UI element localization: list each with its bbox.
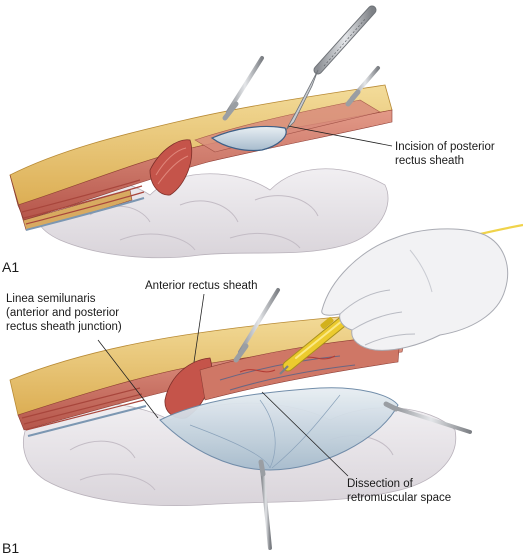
retractor-b1-bottom xyxy=(260,466,272,550)
svg-text:Linea semilunaris (anter: Linea semilunaris (anterior and posterio… xyxy=(6,293,122,333)
rectus-muscle-a1 xyxy=(17,109,393,221)
panel-a1-illustration xyxy=(9,5,393,259)
retractor-b1-right xyxy=(390,405,472,434)
incision-a1 xyxy=(210,125,287,152)
retromuscular-field xyxy=(199,334,401,401)
callout-linea-line-2: (anterior and posterior xyxy=(6,307,119,319)
callout-linea-line-3: rectus sheath junction) xyxy=(6,321,122,333)
gloved-hand xyxy=(321,228,509,351)
callout-anterior-sheath-line-1: Anterior rectus sheath xyxy=(145,280,258,292)
posterior-sheath-b1 xyxy=(159,387,399,471)
svg-text:Anterior rectus sheath: Anterior rectus sheath xyxy=(145,280,258,292)
callout-a1-line-2: rectus sheath xyxy=(395,155,464,167)
svg-text:Incision of posterior re: Incision of posterior rectus sheath xyxy=(395,141,498,167)
callout-linea-line-1: Linea semilunaris xyxy=(6,293,96,305)
retractor-b1-top xyxy=(238,288,280,354)
callout-dissection-line-1: Dissection of xyxy=(347,478,414,490)
callout-a1-line-1: Incision of posterior xyxy=(395,141,495,153)
callout-dissection-line-2: retromuscular space xyxy=(347,492,451,504)
svg-text:Dissection of retromuscu: Dissection of retromuscular space xyxy=(347,478,451,504)
panel-label-b1: B1 xyxy=(2,540,19,556)
callout-incision-posterior-sheath: Incision of posterior rectus sheath xyxy=(287,125,498,167)
callout-anterior-rectus-sheath: Anterior rectus sheath xyxy=(145,280,258,363)
panel-label-a1: A1 xyxy=(2,259,19,275)
callout-linea-semilunaris: Linea semilunaris (anterior and posterio… xyxy=(6,293,159,419)
callout-dissection-retromuscular: Dissection of retromuscular space xyxy=(261,391,451,504)
panel-b1-illustration xyxy=(9,223,523,550)
